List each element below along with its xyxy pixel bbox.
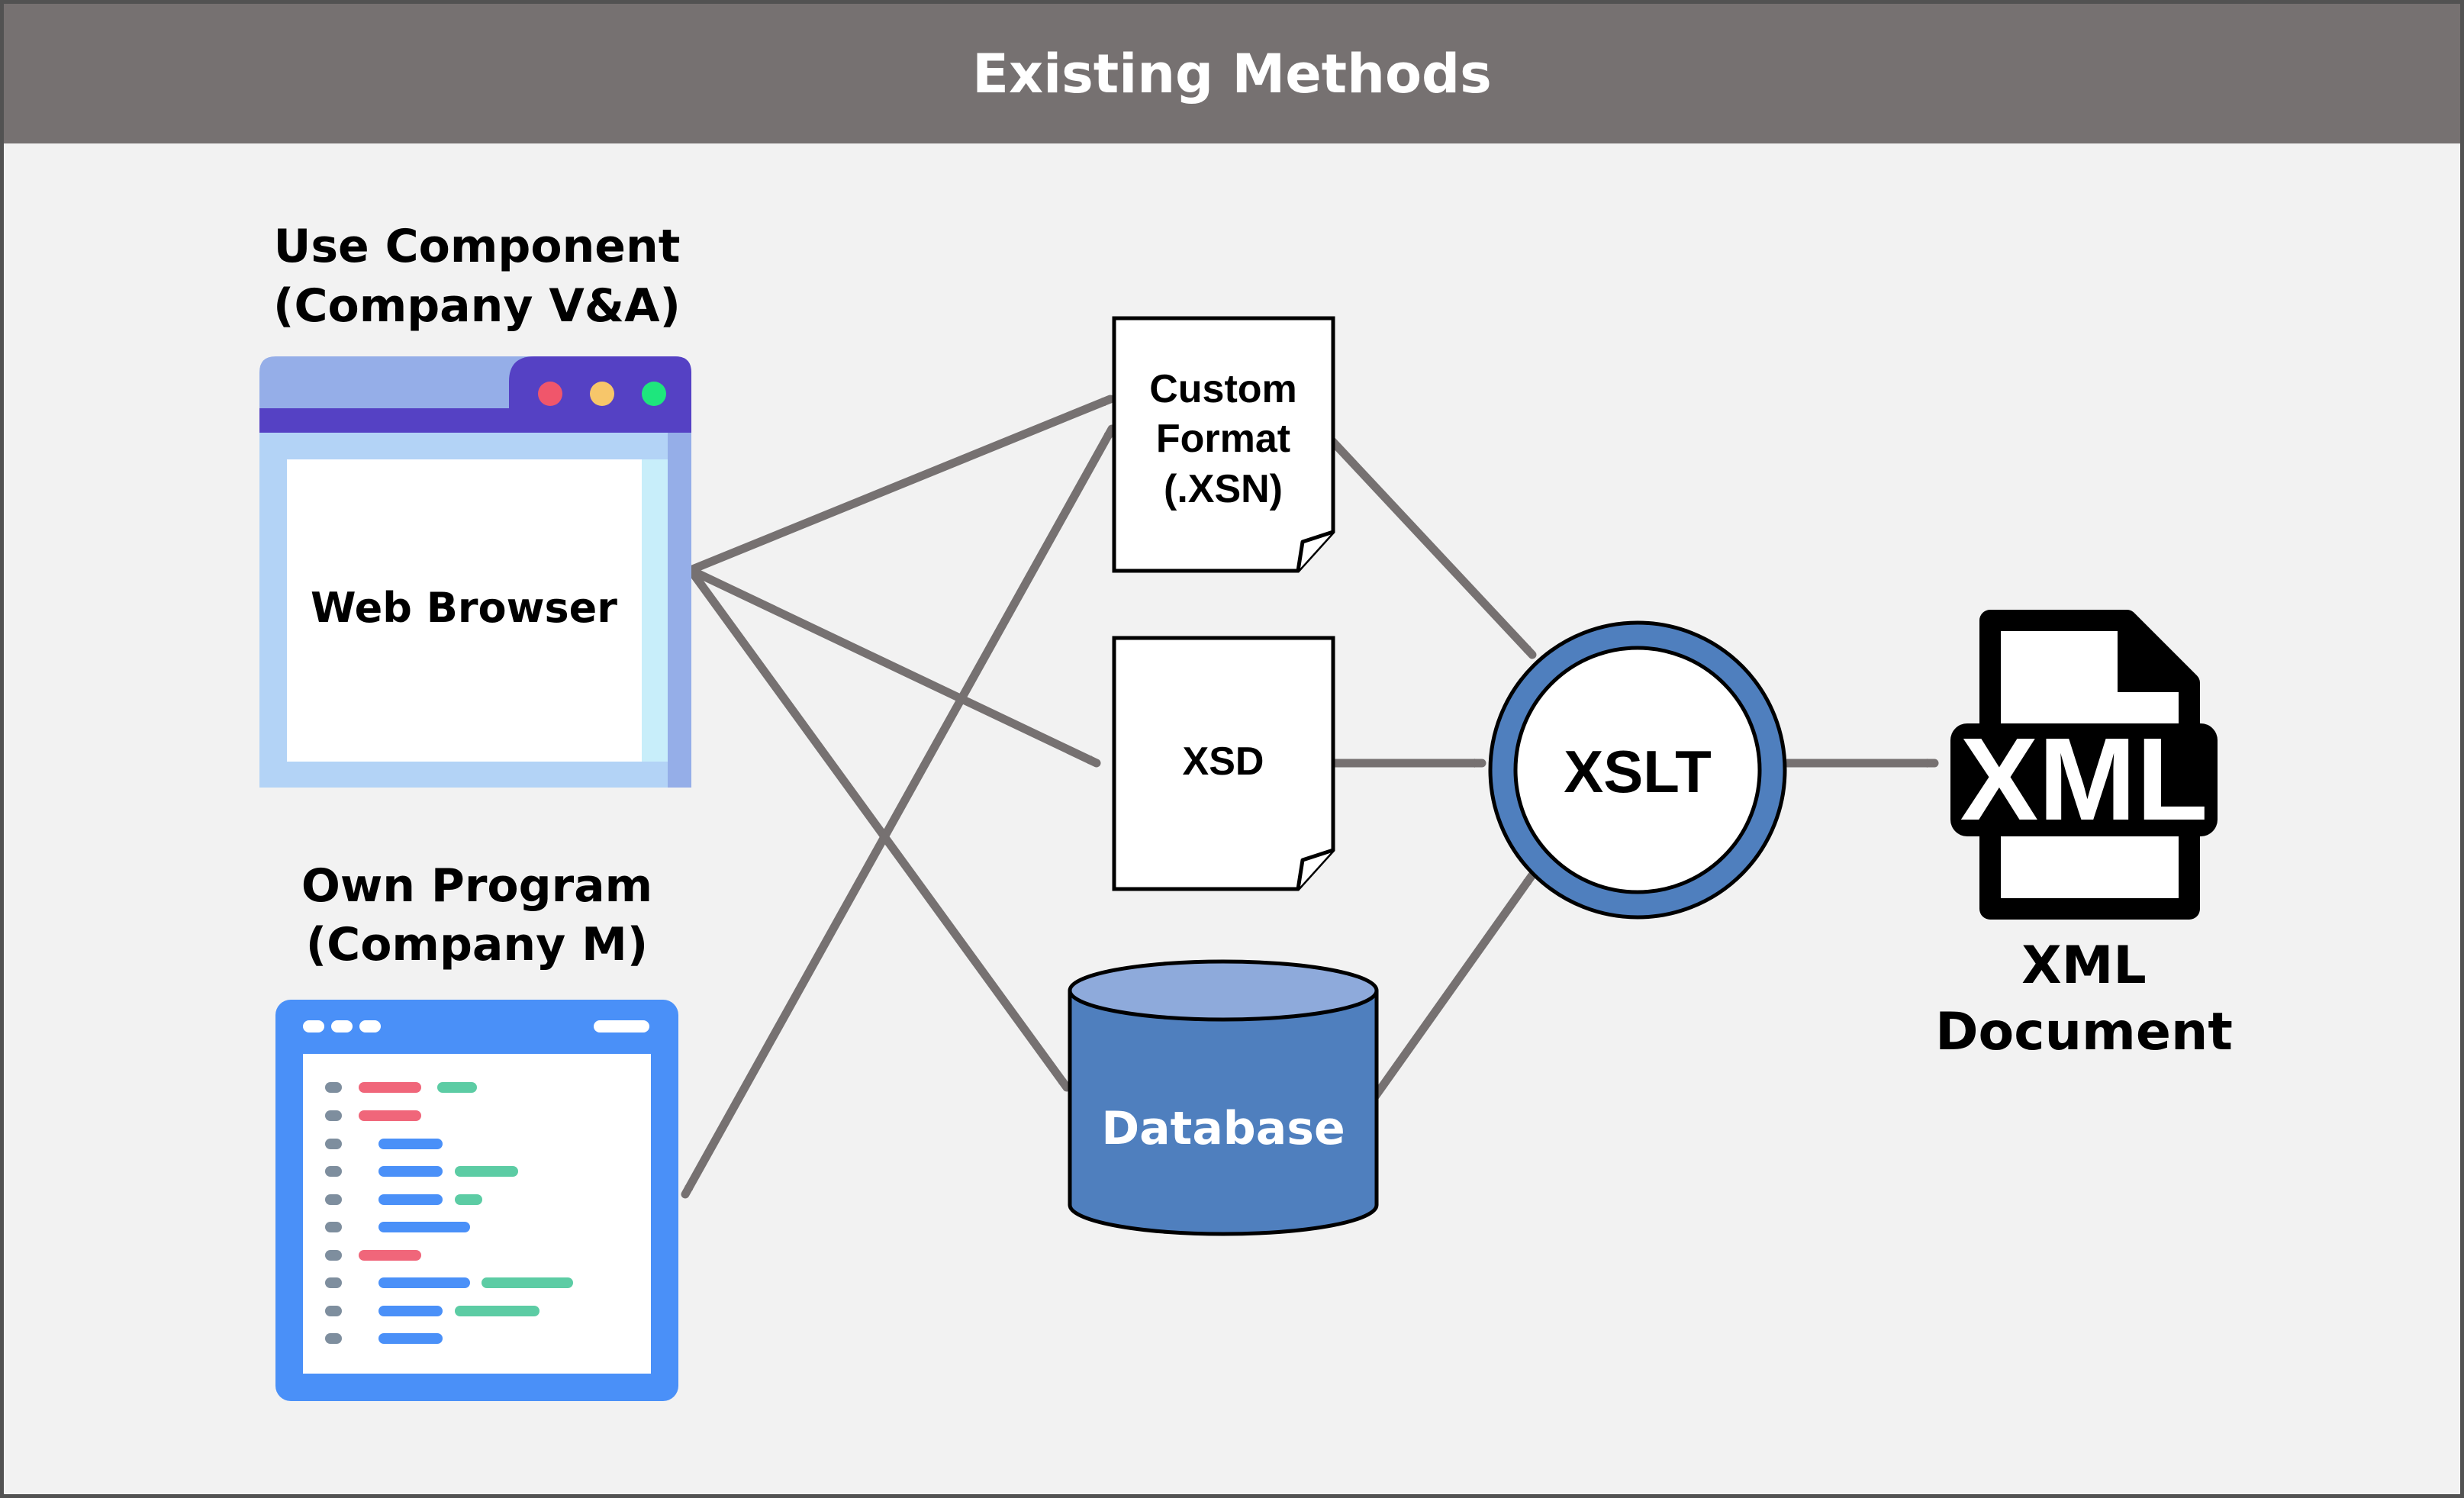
code-window-dot-icon [303,1020,324,1032]
code-window-dot-icon [359,1020,381,1032]
xslt-label: XSLT [1564,738,1712,805]
code-window-dot-icon [331,1020,353,1032]
web-browser-heading-line2: (Company V&A) [273,279,681,333]
code-tokens-red [359,1082,421,1261]
window-minimize-dot-icon [590,382,614,406]
browser-window-icon: Web Browser [259,356,691,788]
browser-scroll-track [642,459,668,762]
file-dogear-icon [2118,612,2198,692]
window-close-dot-icon [538,382,562,406]
xslt-node: XSLT [1488,620,1787,920]
xsd-document: XSD [1112,636,1335,891]
own-program-heading-line2: (Company M) [306,918,648,971]
custom-format-line3: (.XSN) [1164,467,1283,511]
arrows [681,395,1939,1199]
custom-format-line1: Custom [1149,367,1297,411]
folded-corner-icon [1296,530,1334,572]
code-lines [325,1082,573,1344]
code-window-content [303,1054,651,1374]
database-body [1068,991,1379,1236]
browser-top-bar [259,408,691,433]
xml-label-band [1950,723,2218,836]
database-label: Database [1101,1102,1345,1155]
window-maximize-dot-icon [642,382,666,406]
xml-caption-line2: Document [1935,1002,2233,1062]
browser-content-area [287,459,642,762]
code-window-menu-bar-icon [594,1020,649,1032]
folded-corner-icon [1296,848,1334,890]
arrow-browser-to-database [686,565,1071,1092]
own-program-heading-line1: Own Program [301,859,652,913]
custom-format-document: Custom Format (.XSN) [1112,316,1335,573]
database-top [1068,959,1379,1022]
xml-file-icon: XML XML Document [1935,610,2233,1062]
own-program-block: Own Program (Company M) [275,859,678,1401]
arrow-database-to-xslt [1370,871,1536,1101]
code-line-bullets [325,1082,342,1344]
xml-caption-line1: XML [2021,936,2146,996]
xsd-label: XSD [1183,739,1264,784]
web-browser-heading-line1: Use Component [274,220,681,273]
web-browser-label: Web Browser [311,584,617,632]
code-tokens-green [437,1082,573,1316]
xml-icon-text: XML [1960,714,2208,845]
xslt-inner-circle [1513,646,1762,894]
code-tokens-blue [378,1139,470,1344]
diagram-svg: Use Component (Company V&A) Web Browser … [259,220,2233,1401]
diagram-title: Existing Methods [972,42,1492,105]
code-window-controls [303,1020,649,1032]
arrow-custom-format-to-xslt [1327,436,1537,659]
database-cylinder: Database [1068,959,1379,1236]
browser-scrollbar [668,433,691,788]
header-bar: Existing Methods [4,4,2460,143]
custom-format-line2: Format [1156,417,1290,461]
code-editor-icon [275,1000,678,1401]
arrow-browser-to-xsd [686,565,1101,768]
arrow-program-custom-format-bidirectional [681,424,1116,1199]
web-browser-block: Use Component (Company V&A) Web Browser [259,220,691,788]
